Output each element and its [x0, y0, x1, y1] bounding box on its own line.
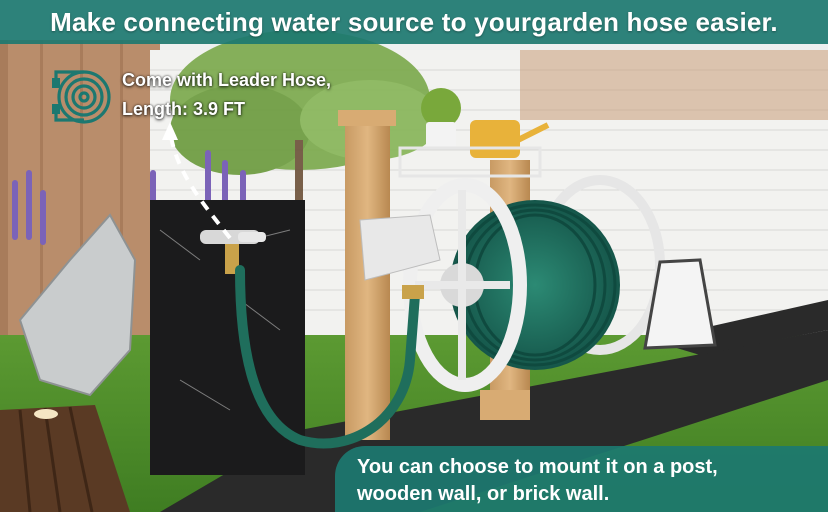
headline-text: Make connecting water source to yourgard… [50, 6, 778, 37]
potted-plant [421, 88, 461, 148]
mount-options-text: You can choose to mount it on a post, wo… [357, 454, 828, 508]
mount-options-banner: You can choose to mount it on a post, wo… [335, 446, 828, 512]
leader-hose [235, 265, 420, 449]
gravel-path [160, 330, 828, 512]
lantern [643, 258, 717, 350]
dashed-arrow [168, 129, 232, 240]
wood-decking [0, 405, 130, 512]
callout-line-2: Length: 3.9 FT [122, 99, 245, 119]
headline-banner: Make connecting water source to yourgard… [0, 0, 828, 44]
rock-sculpture [18, 213, 137, 397]
coiled-hose-icon [52, 70, 111, 124]
callout-line-1: Come with Leader Hose, [122, 70, 332, 90]
hose-reel [359, 175, 665, 392]
leader-hose-callout: Come with Leader Hose, Length: 3.9 FT [122, 66, 331, 124]
mount-line-2: wooden wall, or brick wall. [357, 483, 610, 505]
mount-line-1: You can choose to mount it on a post, [357, 456, 718, 478]
wire-basket [398, 146, 542, 178]
tree [170, 30, 440, 210]
